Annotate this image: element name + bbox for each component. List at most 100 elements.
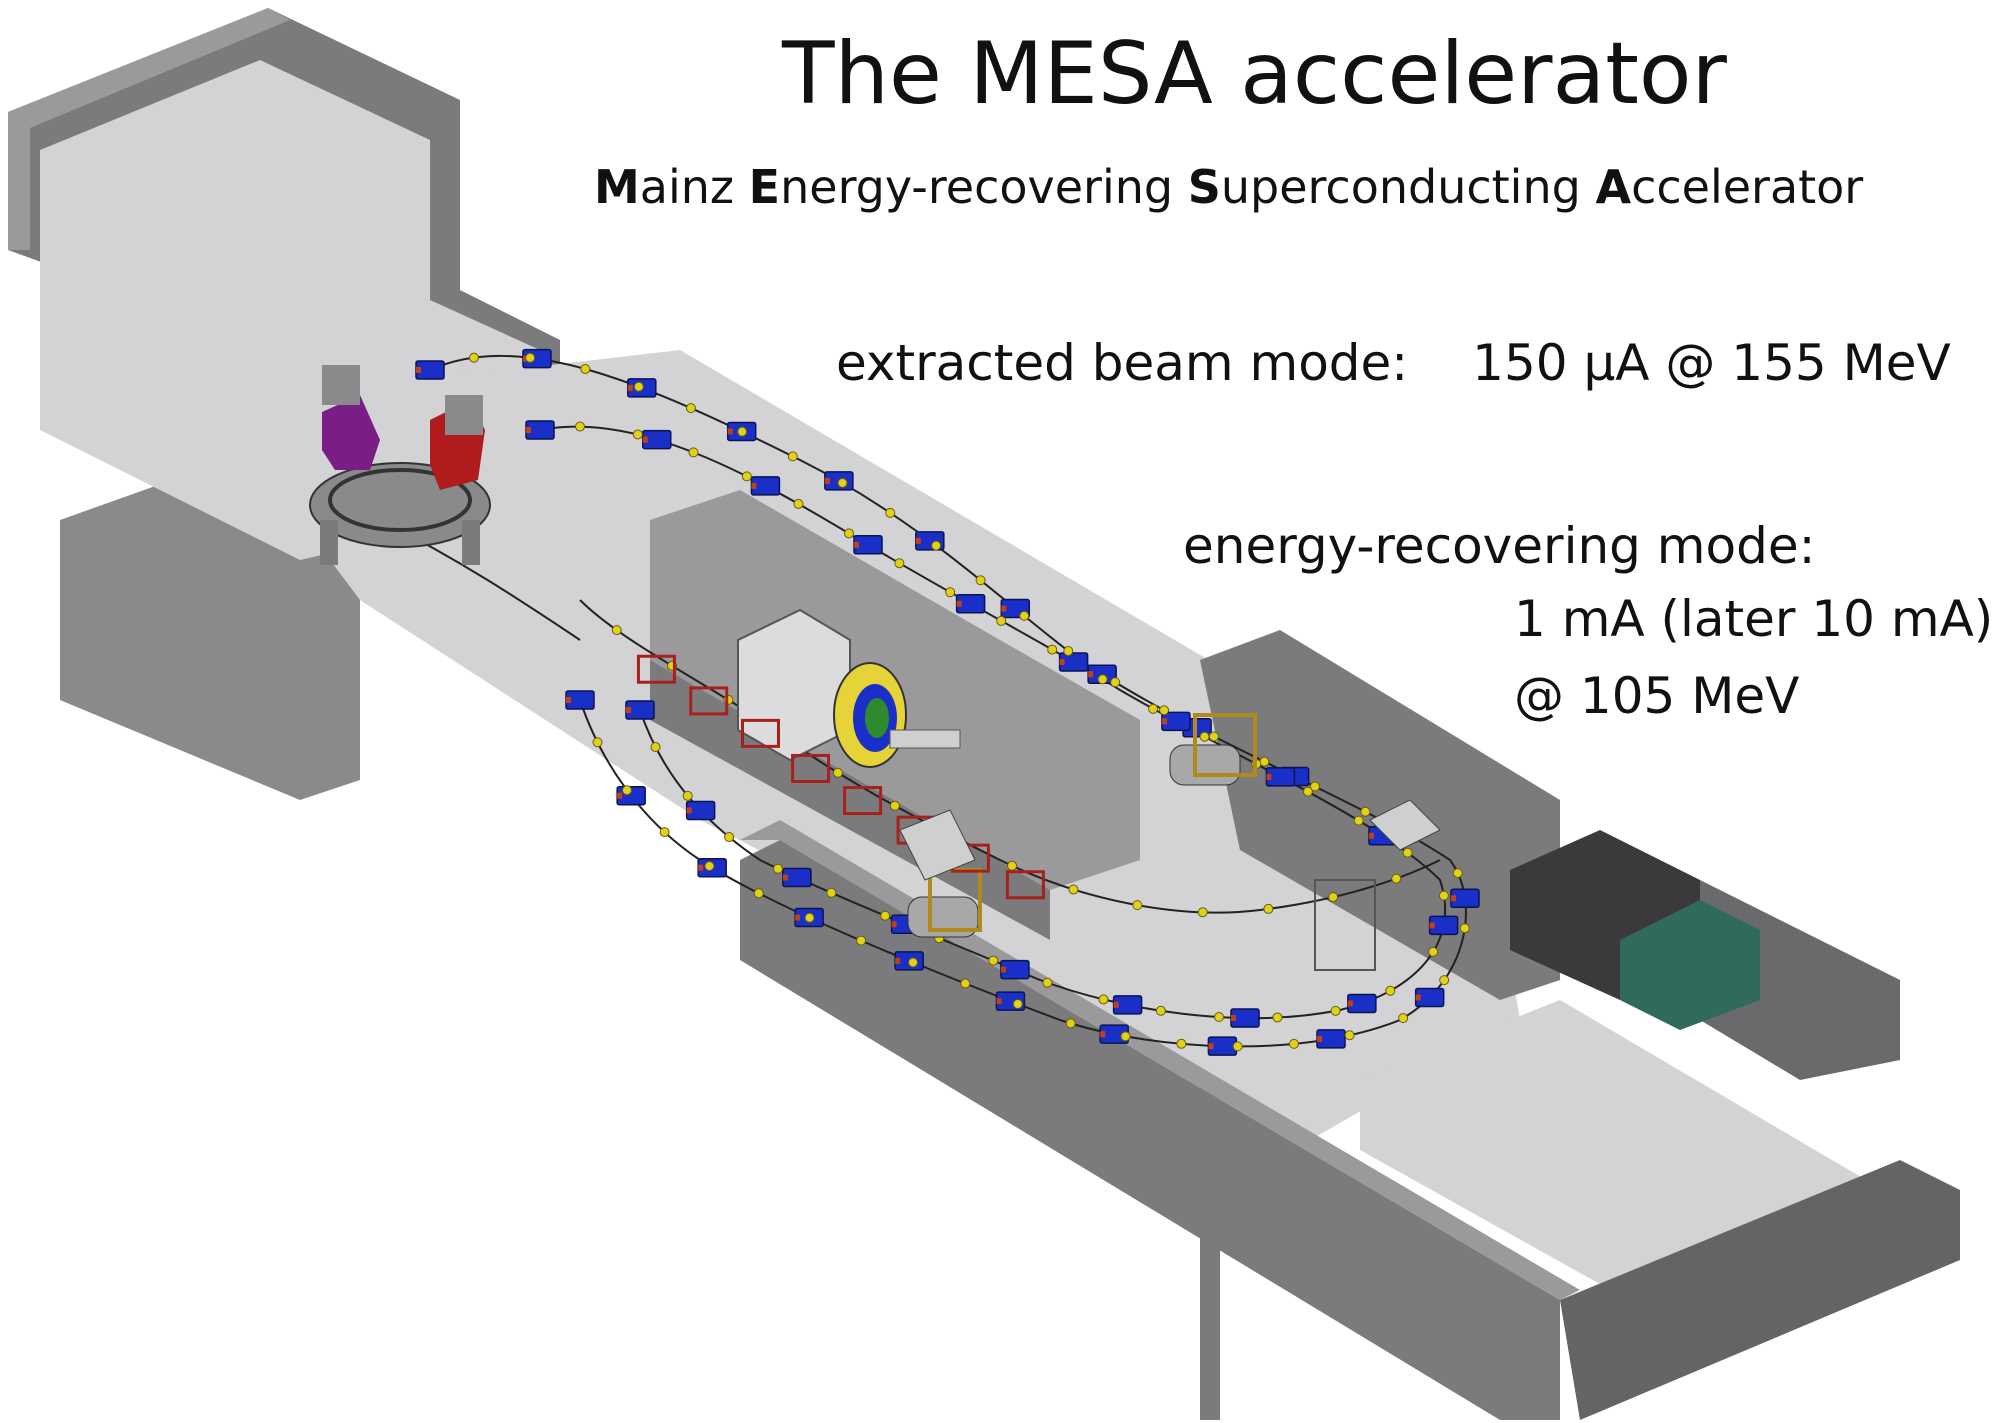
spectrometer-purple — [322, 395, 380, 470]
quadrupole-magnet — [1439, 975, 1450, 986]
dipole-magnet — [1000, 959, 1030, 980]
dipole-magnet — [1316, 1029, 1346, 1049]
subtitle-rest-a: ccelerator — [1631, 160, 1864, 214]
subtitle-initial-a: A — [1595, 160, 1632, 214]
quadrupole-magnet — [988, 955, 999, 966]
quadrupole-magnet — [1120, 1031, 1131, 1042]
quadrupole-magnet — [1288, 1038, 1299, 1049]
outer-wall-west-top — [8, 8, 290, 250]
quadrupole-magnet — [1110, 677, 1121, 688]
quadrupole-magnet — [1385, 985, 1396, 996]
dipole-magnet — [415, 360, 445, 380]
quadrupole-magnet — [685, 403, 696, 414]
quadrupole-magnet — [1391, 873, 1402, 884]
dipole-magnet — [1347, 993, 1377, 1014]
quadrupole-magnet — [1272, 1012, 1283, 1023]
quadrupole-magnet — [1176, 1038, 1187, 1049]
quadrupole-magnet — [1309, 781, 1320, 792]
extracted-mode-label: extracted beam mode: — [836, 334, 1409, 392]
dipole-magnet — [750, 476, 781, 496]
quadrupole-magnet — [1214, 1012, 1225, 1023]
quadrupole-magnet — [804, 912, 815, 923]
rack-block-green — [1620, 900, 1760, 1030]
vertical-frame-east — [1314, 879, 1376, 971]
dipole-magnet — [1207, 1036, 1238, 1056]
dipole-magnet — [565, 690, 595, 710]
beam-pipe — [889, 729, 961, 749]
quadrupole-magnet — [787, 451, 798, 462]
quadrupole-magnet — [753, 888, 764, 899]
dipole-magnet — [685, 800, 716, 821]
support-stand — [843, 786, 883, 816]
quadrupole-magnet — [908, 957, 919, 968]
dipole-magnet — [1112, 995, 1143, 1015]
solenoid-housing — [737, 608, 851, 762]
quadrupole-magnet — [1159, 705, 1170, 716]
detector-ring — [328, 468, 472, 532]
extracted-mode-line: extracted beam mode: 150 μA @ 155 MeV — [836, 334, 1951, 392]
quadrupole-magnet — [1459, 923, 1470, 934]
subtitle-rest-s: uperconducting — [1220, 160, 1596, 214]
dipole-magnet — [642, 429, 672, 450]
dipole-magnet — [1428, 915, 1459, 936]
quadrupole-magnet — [741, 471, 752, 482]
quadrupole-magnet — [889, 800, 900, 811]
quadrupole-magnet — [1063, 646, 1074, 657]
quadrupole-magnet — [592, 737, 603, 748]
dipole-magnet — [1265, 767, 1296, 787]
quadrupole-magnet — [688, 447, 699, 458]
energy-recovering-mode-current: 1 mA (later 10 mA) — [1514, 590, 1994, 648]
quadrupole-magnet — [737, 426, 748, 437]
quadrupole-magnet — [1199, 731, 1210, 742]
energy-recovering-mode-energy: @ 105 MeV — [1514, 667, 1800, 725]
extracted-mode-value: 150 μA @ 155 MeV — [1472, 334, 1951, 392]
quadrupole-magnet — [1132, 900, 1143, 911]
quadrupole-magnet — [772, 863, 783, 874]
quadrupole-magnet — [724, 832, 735, 843]
support-stand — [791, 753, 831, 783]
dipole-magnet — [625, 700, 655, 720]
quadrupole-magnet — [1155, 1005, 1166, 1016]
dipole-magnet — [1230, 1008, 1260, 1028]
quadrupole-magnet — [1097, 674, 1108, 685]
quadrupole-magnet — [659, 827, 670, 838]
quadrupole-magnet — [1068, 884, 1079, 895]
quadrupole-magnet — [633, 381, 644, 392]
quadrupole-magnet — [1197, 907, 1208, 918]
quadrupole-magnet — [650, 742, 661, 753]
magix-target-magnet — [737, 608, 961, 768]
quadrupole-magnet — [975, 575, 986, 586]
subtitle-initial-m: M — [594, 160, 640, 214]
quadrupole-magnet — [1263, 903, 1274, 914]
dipole-magnet — [853, 535, 883, 555]
quadrupole-magnet — [1047, 644, 1058, 655]
p2-detector — [309, 365, 491, 565]
quadrupole-magnet — [704, 861, 715, 872]
quadrupole-magnet — [468, 352, 479, 363]
spectrometer-red-head — [445, 395, 483, 435]
quadrupole-magnet — [996, 615, 1007, 626]
energy-recovering-mode-label: energy-recovering mode: — [1183, 517, 1816, 575]
quadrupole-magnet — [1012, 998, 1023, 1009]
dipole-magnet — [782, 867, 812, 888]
quadrupole-magnet — [1428, 946, 1439, 957]
quadrupole-magnet — [1232, 1041, 1243, 1052]
quadrupole-magnet — [1452, 868, 1463, 879]
quadrupole-magnet — [1007, 860, 1018, 871]
support-stand — [1005, 870, 1045, 900]
support-stand — [741, 718, 781, 748]
quadrupole-magnet — [1438, 890, 1449, 901]
quadrupole-magnet — [844, 528, 855, 539]
se-room-wall — [1560, 1160, 1960, 1420]
page-title: The MESA accelerator — [782, 24, 1727, 124]
detector-leg-right — [462, 520, 480, 565]
quadrupole-magnet — [1353, 815, 1364, 826]
quadrupole-magnet — [1098, 994, 1109, 1005]
solenoid-core — [865, 698, 889, 738]
quadrupole-magnet — [945, 587, 956, 598]
quadrupole-magnet — [1065, 1018, 1076, 1029]
quadrupole-magnet — [894, 558, 905, 569]
quadrupole-magnet — [1402, 847, 1413, 858]
